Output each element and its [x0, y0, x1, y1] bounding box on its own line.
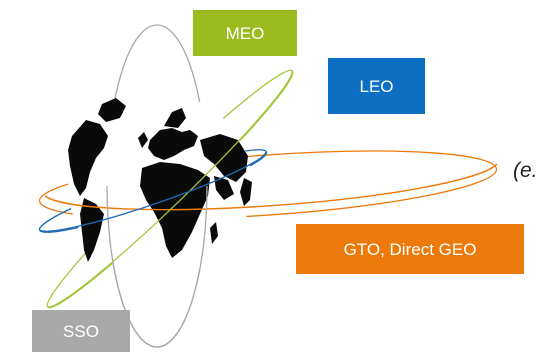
- meo-label: MEO: [193, 10, 297, 56]
- north-america-shape: [68, 120, 108, 196]
- south-america-shape: [80, 198, 104, 262]
- leo-label: LEO: [328, 58, 425, 114]
- greenland-shape: [98, 98, 126, 122]
- globe: [68, 93, 252, 277]
- meo-orbit-front: [47, 70, 293, 308]
- madagascar-shape: [210, 222, 218, 244]
- british-isles-shape: [138, 132, 148, 148]
- clipped-caption-text: (e.: [513, 159, 538, 182]
- scandinavia-shape: [164, 108, 186, 128]
- polar-orbit-front: [106, 185, 208, 348]
- asia-shape: [200, 134, 248, 182]
- leo-orbit-front: [39, 151, 267, 232]
- india-shape: [240, 178, 252, 206]
- europe-shape: [148, 128, 198, 160]
- sso-label: SSO: [32, 310, 130, 352]
- gto-orbit-front: [44, 163, 498, 211]
- arabia-shape: [214, 176, 234, 200]
- gto-direct-geo-label: GTO, Direct GEO: [296, 224, 524, 274]
